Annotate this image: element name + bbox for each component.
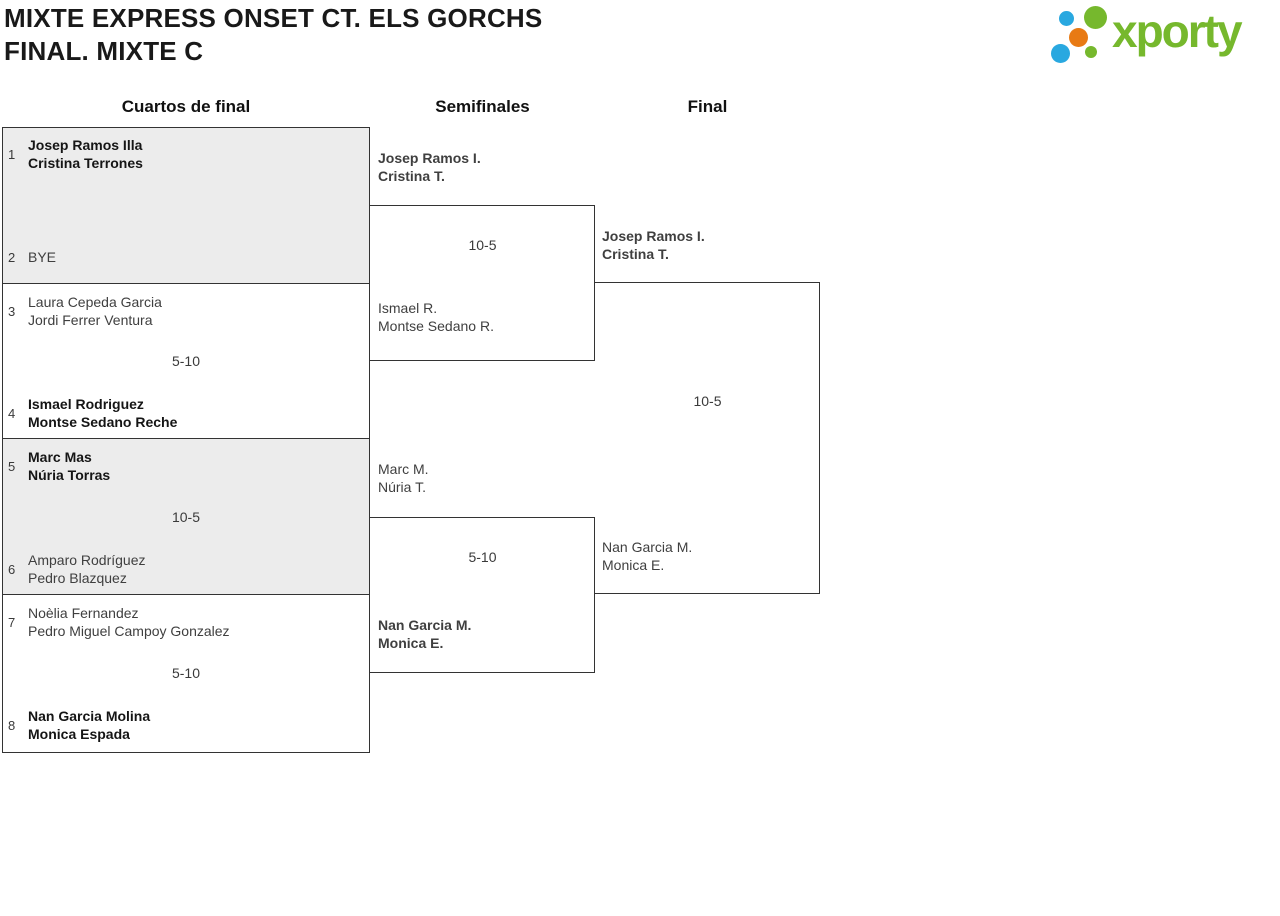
player-name: Cristina T. <box>602 246 669 262</box>
seed-number: 6 <box>8 561 16 577</box>
player-name: Marc M. <box>378 461 429 477</box>
page-title-line2: FINAL. MIXTE C <box>4 36 204 66</box>
player-name: Montse Sedano R. <box>378 318 494 334</box>
player-name: Pedro Blazquez <box>28 570 127 586</box>
final-match-box[interactable] <box>595 282 820 594</box>
player-name: Jordi Ferrer Ventura <box>28 312 153 328</box>
round-header-semifinales: Semifinales <box>435 97 530 116</box>
seed-number: 1 <box>8 146 16 162</box>
qf1-pair-top: 1 Josep Ramos Illa Cristina Terrones <box>8 136 143 172</box>
seed-number: 7 <box>8 614 16 630</box>
seed-number: 3 <box>8 303 16 319</box>
qf2-pair-bottom: 4 Ismael Rodriguez Montse Sedano Reche <box>8 395 177 431</box>
xporty-logo[interactable]: xporty <box>1048 0 1276 70</box>
sf-match-1-box[interactable] <box>370 205 595 361</box>
player-name: Ismael Rodriguez <box>28 396 144 412</box>
logo-dot-orange-icon <box>1069 28 1088 47</box>
player-name: Noèlia Fernandez <box>28 605 139 621</box>
seed-number: 8 <box>8 717 16 733</box>
sf2-score: 5-10 <box>468 549 497 565</box>
player-name: Nan Garcia M. <box>602 539 693 555</box>
sf-match-2-box[interactable] <box>370 517 595 673</box>
player-name: Monica E. <box>602 557 665 573</box>
page-title: MIXTE EXPRESS ONSET CT. ELS GORCHS FINAL… <box>4 2 542 68</box>
qf2-score: 5-10 <box>171 353 201 369</box>
qf3-score: 10-5 <box>171 509 201 525</box>
seed-number: 5 <box>8 458 16 474</box>
qf-match-1-box[interactable] <box>2 127 370 284</box>
player-name: Josep Ramos I. <box>378 150 481 166</box>
player-name: Monica Espada <box>28 726 130 742</box>
player-name: Núria Torras <box>28 467 111 483</box>
player-name: Amparo Rodríguez <box>28 552 146 568</box>
page-title-line1: MIXTE EXPRESS ONSET CT. ELS GORCHS <box>4 3 543 33</box>
player-name: Nan Garcia M. <box>378 617 472 633</box>
seed-number: 4 <box>8 405 16 421</box>
player-name: Monica E. <box>378 635 444 651</box>
logo-dot-blue-large-icon <box>1051 44 1070 63</box>
qf4-pair-bottom: 8 Nan Garcia Molina Monica Espada <box>8 707 150 743</box>
qf1-pair-bottom: 2 BYE <box>8 248 56 266</box>
logo-dot-green-large-icon <box>1084 6 1107 29</box>
qf2-pair-top: 3 Laura Cepeda Garcia Jordi Ferrer Ventu… <box>8 293 162 329</box>
qf4-pair-top: 7 Noèlia Fernandez Pedro Miguel Campoy G… <box>8 604 230 640</box>
sf2-pair-bottom: Nan Garcia M. Monica E. <box>378 616 471 652</box>
player-name: Nan Garcia Molina <box>28 708 151 724</box>
player-name: Cristina Terrones <box>28 155 143 171</box>
player-name: Núria T. <box>378 479 426 495</box>
round-header-final: Final <box>687 97 728 116</box>
final-pair-top: Josep Ramos I. Cristina T. <box>602 227 705 263</box>
sf1-pair-top: Josep Ramos I. Cristina T. <box>378 149 481 185</box>
round-header-cuartos: Cuartos de final <box>121 97 251 116</box>
qf4-score: 5-10 <box>171 665 201 681</box>
sf1-pair-bottom: Ismael R. Montse Sedano R. <box>378 299 494 335</box>
qf-match-4-box[interactable] <box>2 594 370 753</box>
qf3-pair-bottom: 6 Amparo Rodríguez Pedro Blazquez <box>8 551 146 587</box>
qf-match-2-box[interactable] <box>2 283 370 439</box>
player-name: Montse Sedano Reche <box>28 414 178 430</box>
player-name: Cristina T. <box>378 168 445 184</box>
final-score: 10-5 <box>693 393 722 409</box>
sf1-score: 10-5 <box>468 237 497 253</box>
player-name: Josep Ramos I. <box>602 228 705 244</box>
logo-dot-green-small-icon <box>1085 46 1097 58</box>
logo-dot-blue-small-icon <box>1059 11 1074 26</box>
player-name: BYE <box>28 249 57 265</box>
player-name: Marc Mas <box>28 449 92 465</box>
seed-number: 2 <box>8 249 16 265</box>
sf2-pair-top: Marc M. Núria T. <box>378 460 429 496</box>
player-name: Josep Ramos Illa <box>28 137 143 153</box>
player-name: Ismael R. <box>378 300 438 316</box>
final-pair-bottom: Nan Garcia M. Monica E. <box>602 538 692 574</box>
qf3-pair-top: 5 Marc Mas Núria Torras <box>8 448 110 484</box>
logo-wordmark: xporty <box>1112 5 1243 57</box>
player-name: Laura Cepeda Garcia <box>28 294 162 310</box>
player-name: Pedro Miguel Campoy Gonzalez <box>28 623 230 639</box>
